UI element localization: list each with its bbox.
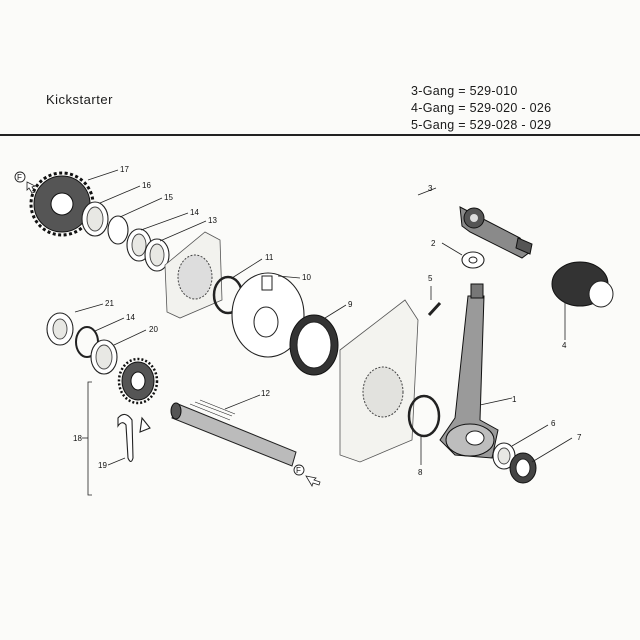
callout-14-top: 14 [190, 208, 199, 217]
leader-lines [74, 169, 573, 466]
part-3-pedal-arm [459, 206, 533, 259]
callout-6: 6 [551, 419, 556, 428]
callout-20: 20 [149, 325, 158, 334]
part-4-pedal-rubber [551, 261, 614, 308]
callout-14-bottom: 14 [126, 313, 135, 322]
part-18-ratchet [117, 357, 159, 405]
callout-8: 8 [418, 468, 423, 477]
variant-list: 3-Gang = 529-010 4-Gang = 529-020 - 026 … [411, 83, 551, 134]
cover-gasket-small [164, 231, 223, 319]
diagram-title: Kickstarter [46, 92, 113, 107]
callout-4: 4 [562, 341, 567, 350]
callout-7: 7 [577, 433, 582, 442]
forward-marker-top: F [14, 171, 37, 194]
callout-13: 13 [208, 216, 217, 225]
part-12-kickstart-shaft [170, 399, 297, 467]
part-9-spring [289, 314, 339, 376]
part-15-clip [107, 215, 129, 245]
callout-16: 16 [142, 181, 151, 190]
forward-marker-bottom: F [293, 464, 321, 487]
callout-12: 12 [261, 389, 270, 398]
variant-4-gang: 4-Gang = 529-020 - 026 [411, 101, 552, 115]
svg-text:F: F [296, 466, 301, 475]
part-1-kickstart-lever [439, 283, 499, 459]
callout-15: 15 [164, 193, 173, 202]
bracket-18 [87, 381, 92, 496]
callout-3: 3 [428, 184, 433, 193]
variant-5-gang: 5-Gang = 529-028 - 029 [411, 118, 552, 132]
callout-11: 11 [265, 253, 274, 262]
callout-18: 18 [73, 434, 82, 443]
callout-labels: 17 16 15 14 13 11 10 9 12 3 2 5 4 1 6 7 … [73, 165, 582, 477]
callout-5: 5 [428, 274, 433, 283]
callout-1: 1 [512, 395, 517, 404]
callout-10: 10 [302, 273, 311, 282]
crankcase-gasket [339, 299, 419, 463]
callout-17: 17 [120, 165, 129, 174]
part-5-pin [427, 301, 442, 317]
part-19-spring-clip [117, 413, 151, 463]
variant-3-gang: 3-Gang = 529-010 [411, 84, 518, 98]
header-divider [0, 134, 640, 136]
part-10-disc [231, 272, 305, 358]
part-8-o-ring [407, 394, 441, 438]
callout-21: 21 [105, 299, 114, 308]
svg-text:F: F [17, 173, 22, 182]
callout-2: 2 [431, 239, 436, 248]
callout-19: 19 [98, 461, 107, 470]
callout-9: 9 [348, 300, 353, 309]
